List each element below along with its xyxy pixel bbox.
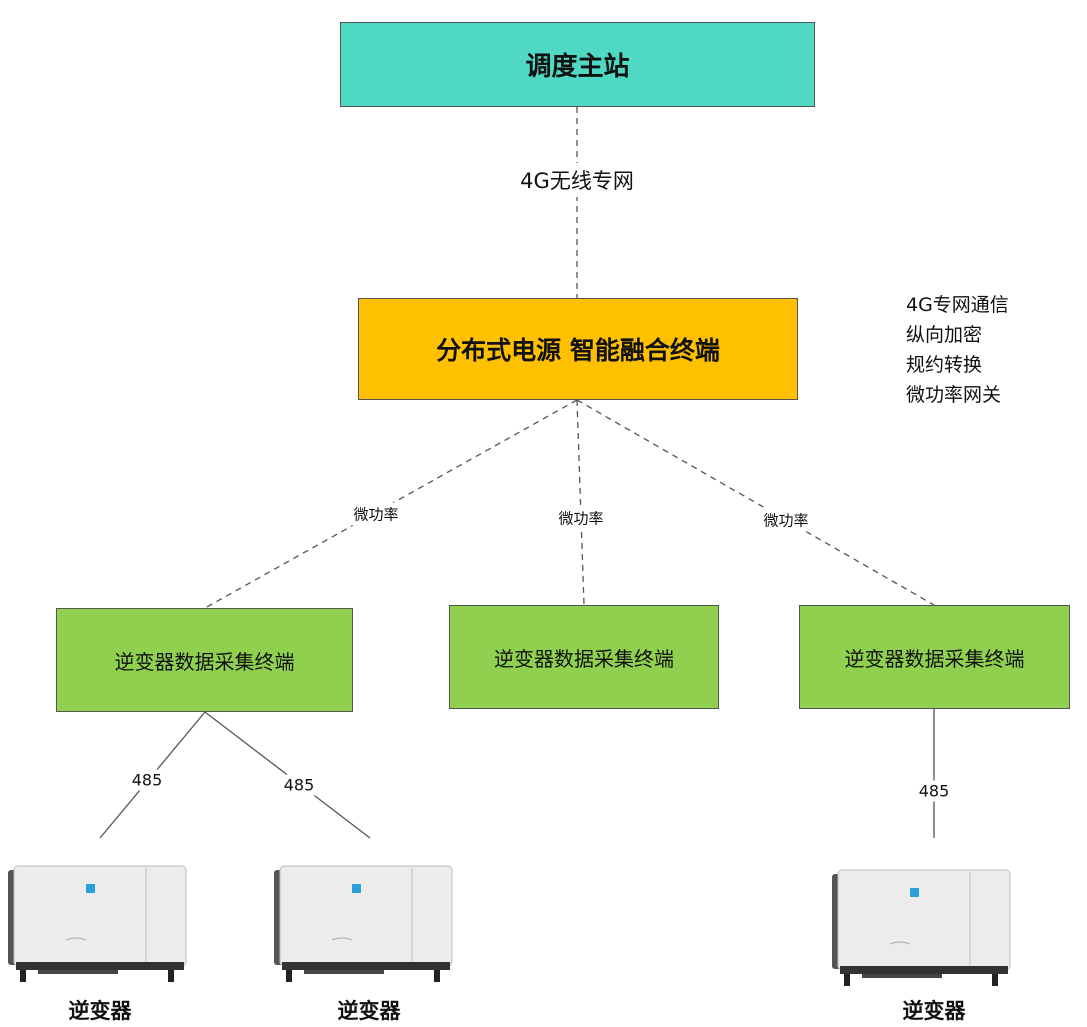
fusion-terminal-box: 分布式电源 智能融合终端: [358, 298, 798, 400]
inverter-label-1: 逆变器: [68, 999, 132, 1023]
inverter-icon: [8, 865, 187, 982]
terminal-features: 4G专网通信 纵向加密 规约转换 微功率网关: [906, 290, 1009, 410]
micro-power-label-1: 微功率: [350, 502, 402, 526]
fusion-terminal-label: 分布式电源 智能融合终端: [436, 336, 720, 365]
link-4g-label: 4G无线专网: [516, 163, 638, 197]
inverter-icon: [832, 869, 1011, 986]
link-micro-line-3: [576, 399, 935, 606]
micro-power-label-2: 微功率: [555, 506, 607, 530]
link-485-label-3: 485: [915, 780, 953, 802]
collector-box-1: 逆变器数据采集终端: [56, 608, 353, 712]
link-micro-line-2: [576, 399, 585, 606]
dispatch-master-box: 调度主站: [340, 22, 815, 107]
inverter-label-2: 逆变器: [337, 999, 401, 1023]
collector-label: 逆变器数据采集终端: [494, 646, 674, 671]
collector-label: 逆变器数据采集终端: [114, 649, 295, 674]
collector-label: 逆变器数据采集终端: [844, 646, 1025, 671]
feature-item: 微功率网关: [906, 384, 1002, 406]
collector-box-2: 逆变器数据采集终端: [449, 605, 719, 709]
feature-item: 4G专网通信: [906, 294, 1009, 316]
link-485-label-2: 485: [280, 774, 318, 796]
micro-power-label-3: 微功率: [760, 508, 812, 532]
feature-item: 纵向加密: [906, 324, 983, 346]
inverter-icon: [274, 865, 453, 982]
dispatch-master-label: 调度主站: [525, 52, 630, 82]
collector-box-3: 逆变器数据采集终端: [799, 605, 1070, 709]
link-485-label-1: 485: [128, 769, 166, 791]
feature-item: 规约转换: [906, 354, 983, 376]
inverter-label-3: 逆变器: [902, 999, 966, 1023]
